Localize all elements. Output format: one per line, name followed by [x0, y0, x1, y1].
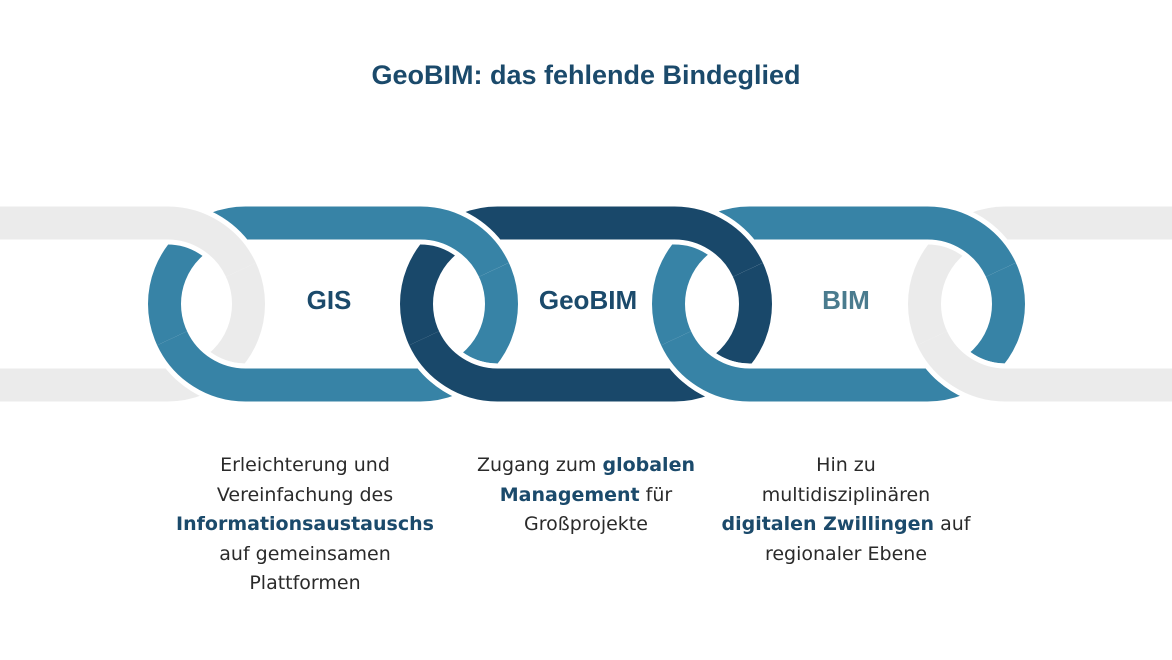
- link-label-geobim: GeoBIM: [538, 285, 638, 315]
- description-line: digitalen Zwillingen auf: [706, 510, 986, 540]
- description-line: auf gemeinsamen: [165, 540, 445, 570]
- chain-link-gis-overlap: [157, 330, 252, 402]
- link-label-gis: GIS: [306, 285, 352, 315]
- description-line: regionaler Ebene: [706, 540, 986, 570]
- highlight-text: globalen: [602, 454, 695, 476]
- body-text: auf gemeinsamen: [219, 542, 391, 565]
- description-line: Plattformen: [165, 569, 445, 599]
- description-line: multidisziplinären: [706, 481, 986, 511]
- body-text: multidisziplinären: [761, 483, 931, 506]
- chain-link-gray-left-overlap: [161, 206, 256, 278]
- link-label-bim: BIM: [822, 285, 870, 315]
- body-text: Erleichterung und: [220, 454, 390, 476]
- description-line: Erleichterung und: [165, 451, 445, 481]
- body-text: Großprojekte: [524, 513, 648, 535]
- chain-link-gis-overlap: [414, 206, 509, 278]
- highlight-text: Informationsaustauschs: [176, 513, 434, 535]
- body-text: Plattformen: [249, 572, 361, 594]
- description-line: Management für: [446, 481, 726, 511]
- body-text: Vereinfachung des: [216, 483, 394, 506]
- description-line: Großprojekte: [446, 510, 726, 540]
- chain-link-bim-overlap: [921, 206, 1016, 278]
- description-bim: Hin zu multidisziplinären digitalen Zwilli…: [706, 451, 986, 569]
- chain-link-gray-right: [908, 206, 1172, 402]
- body-text: Hin zu: [816, 454, 876, 476]
- description-line: Vereinfachung des: [165, 481, 445, 511]
- description-line: Informationsaustauschs: [165, 510, 445, 540]
- body-text: auf: [934, 513, 971, 535]
- page-title: GeoBIM: das fehlende Bindeglied: [371, 60, 801, 90]
- chain-link-gray-right-overlap: [917, 330, 1012, 402]
- body-text: regionaler Ebene: [764, 542, 928, 565]
- highlight-text: digitalen Zwillingen: [721, 513, 935, 535]
- chain-link-bim-overlap: [661, 330, 756, 402]
- description-line: Zugang zum globalen: [446, 451, 726, 481]
- description-line: Hin zu: [706, 451, 986, 481]
- body-text: für: [639, 483, 673, 506]
- body-text: Zugang zum: [477, 454, 603, 476]
- highlight-text: Management: [499, 483, 640, 506]
- chain-link-geobim-overlap: [409, 330, 504, 402]
- chain-link-geobim-overlap: [668, 206, 763, 278]
